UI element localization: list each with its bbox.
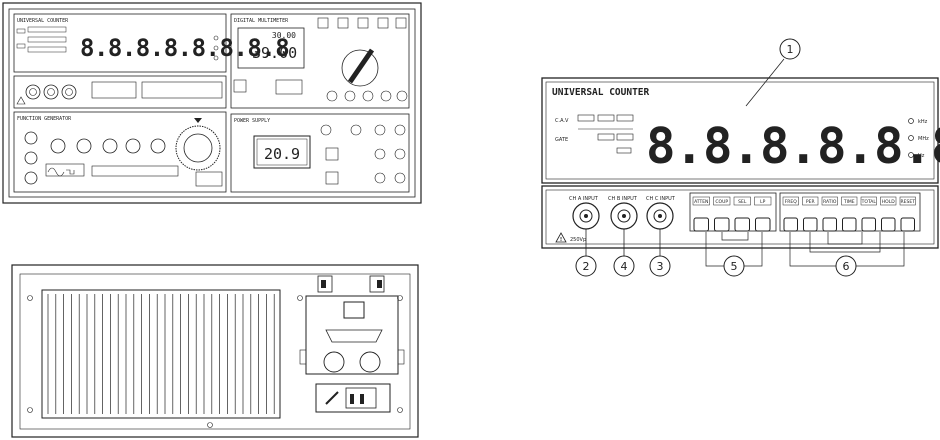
left-label-box	[754, 196, 772, 206]
right-label-box	[841, 196, 858, 206]
right-button[interactable]	[842, 217, 857, 232]
right-button[interactable]	[783, 217, 798, 232]
right-label: HOLD	[882, 199, 895, 205]
rear-connector-block	[299, 275, 405, 413]
button-label-group: ATTEN COUP SEL LP FREQ PER RATIO TIME TOTAL HOLD R…	[692, 196, 916, 206]
front-lcd-top: 30.00	[272, 31, 296, 40]
bnc-label-c: CH C INPUT	[646, 196, 676, 202]
detail-title: UNIVERSAL COUNTER	[552, 87, 650, 98]
callout-circle	[649, 255, 671, 277]
detail-display: 8.8.8.8.8.8.8.8	[646, 118, 940, 175]
front-power-title: POWER SUPPLY	[234, 118, 270, 124]
right-label-box	[821, 196, 838, 206]
front-multimeter: DIGITAL MULTIMETER 30.00 39.00	[230, 13, 410, 109]
callout-number: 5	[731, 260, 738, 273]
row-label-gate: GATE	[555, 137, 568, 143]
front-power-display: 20.9	[264, 145, 300, 163]
right-button[interactable]	[861, 217, 876, 232]
bnc-label-b: CH B INPUT	[608, 196, 638, 202]
callout-number: 2	[583, 260, 590, 273]
front-counter-display: 8.8.8.8.8.8.8.8	[80, 34, 289, 62]
callout-circle	[779, 38, 801, 60]
left-label: LP	[760, 199, 766, 205]
warning-text: 250Vp	[570, 237, 586, 243]
unit-indicators: kHz MHz Hz	[908, 118, 929, 159]
right-button[interactable]	[900, 217, 915, 232]
left-button-group	[689, 192, 777, 232]
right-button[interactable]	[881, 217, 896, 232]
right-label-box	[899, 196, 916, 206]
front-multimeter-title: DIGITAL MULTIMETER	[234, 18, 289, 24]
callout-number: 1	[787, 43, 794, 56]
front-counter-title: UNIVERSAL COUNTER	[17, 18, 69, 24]
warning-icon: ! 250Vp	[555, 232, 586, 243]
front-function-title: FUNCTION GENERATOR	[17, 116, 72, 122]
front-function-generator: FUNCTION GENERATOR	[13, 111, 227, 193]
left-label-box	[733, 196, 751, 206]
right-label: RESET	[901, 199, 916, 205]
front-panel-overview: UNIVERSAL COUNTER 8.8.8.8.8.8.8.8	[2, 2, 422, 204]
right-label: PER	[806, 199, 815, 205]
button-cap-group	[693, 217, 915, 232]
indicator-mhz: MHz	[918, 136, 929, 142]
bnc-inputs: CH A INPUT CH B INPUT CH C INPUT	[569, 196, 676, 230]
right-button[interactable]	[803, 217, 818, 232]
callout-circle	[835, 255, 857, 277]
callout-circle	[723, 255, 745, 277]
row-label-cav: C.A.V	[555, 118, 569, 124]
callout-group: 1 2 4 3 5 6	[575, 38, 857, 277]
front-lcd-main: 39.00	[252, 44, 297, 62]
front-power-supply: POWER SUPPLY 20.9	[230, 113, 410, 193]
left-button[interactable]	[714, 217, 730, 232]
left-label-box	[713, 196, 731, 206]
callout-number: 4	[621, 260, 628, 273]
left-label-box	[692, 196, 710, 206]
rear-panel	[11, 264, 419, 438]
right-label: TOTAL	[861, 199, 877, 205]
left-label: SEL	[738, 199, 747, 205]
left-label: COUP	[715, 199, 728, 205]
right-button[interactable]	[822, 217, 837, 232]
rear-heatsink	[41, 289, 281, 419]
right-label: TIME	[843, 199, 855, 205]
bnc-label-a: CH A INPUT	[569, 196, 599, 202]
right-label: RATIO	[823, 199, 837, 205]
callout-number: 3	[657, 260, 664, 273]
right-label-box	[880, 196, 897, 206]
rear-screws	[27, 295, 403, 428]
front-counter-section: UNIVERSAL COUNTER 8.8.8.8.8.8.8.8	[13, 13, 290, 73]
indicator-khz: kHz	[918, 119, 928, 125]
right-label-box	[782, 196, 799, 206]
range-switches	[577, 114, 634, 154]
right-label-box	[860, 196, 877, 206]
indicator-hz: Hz	[918, 153, 925, 159]
right-label: FREQ	[785, 199, 798, 205]
callout-circle	[575, 255, 597, 277]
svg-text:!: !	[560, 237, 562, 243]
callout-circle	[613, 255, 635, 277]
right-label-box	[802, 196, 819, 206]
left-label: ATTEN	[694, 199, 708, 205]
left-button[interactable]	[755, 217, 771, 232]
left-button[interactable]	[734, 217, 750, 232]
callout-number: 6	[843, 260, 850, 273]
counter-detail: UNIVERSAL COUNTER C.A.V GATE 8.8.8.8.8.8…	[541, 38, 940, 277]
left-button[interactable]	[693, 217, 709, 232]
front-counter-inputs	[13, 75, 227, 109]
